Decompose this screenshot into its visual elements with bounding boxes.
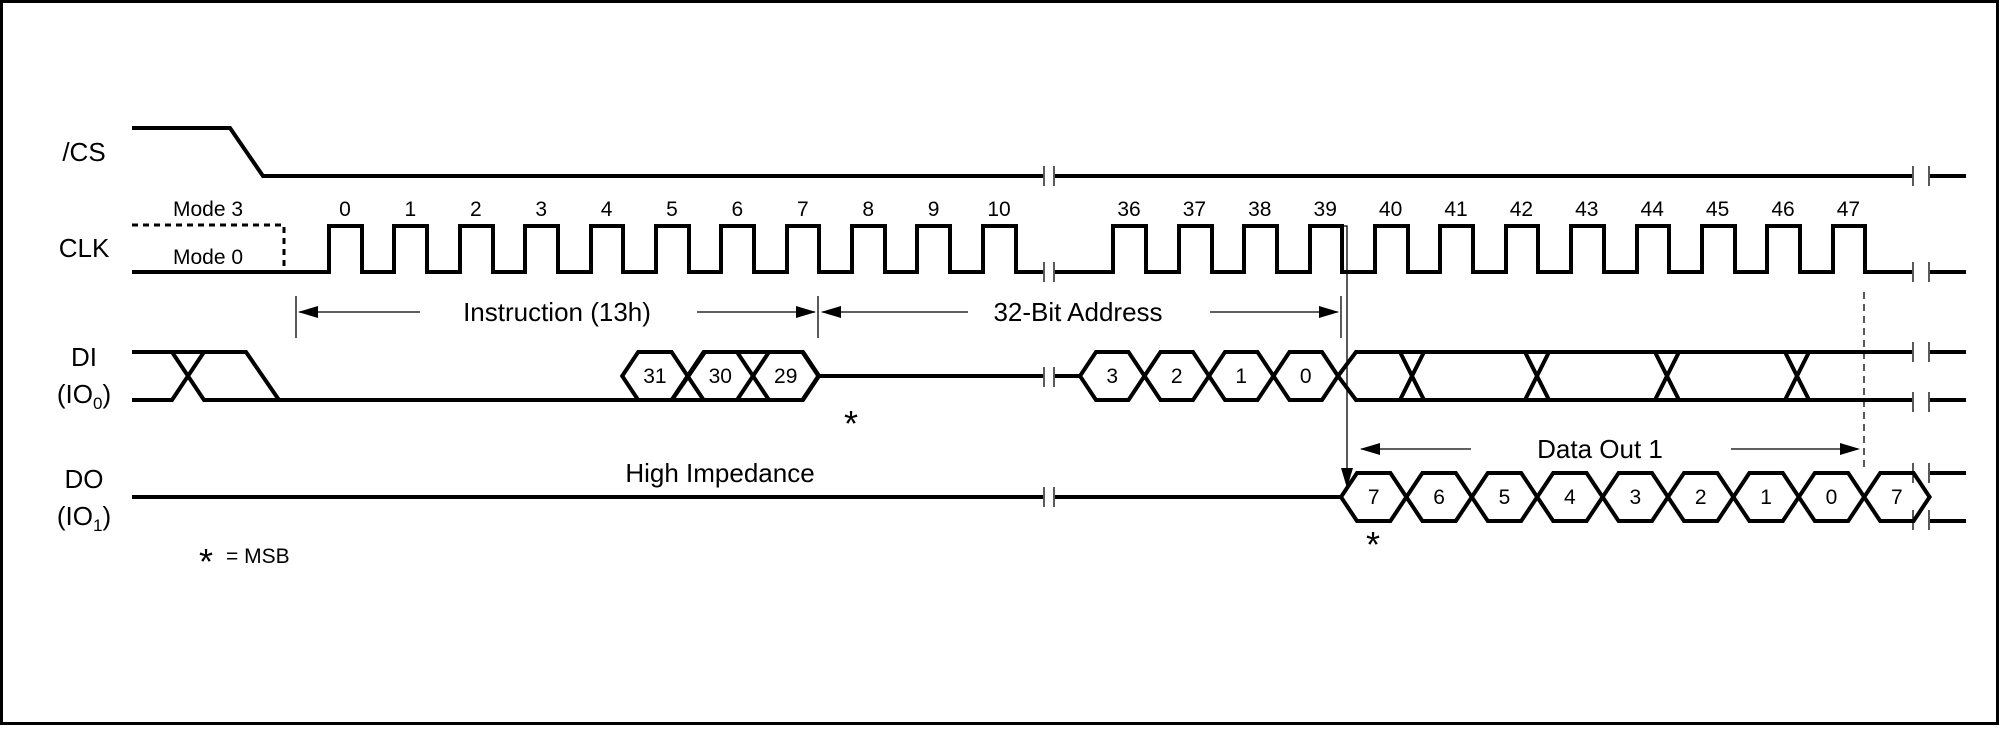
clk-label: CLK xyxy=(59,233,110,263)
do-msb-star: * xyxy=(1366,524,1380,565)
di-address-cells-high: 31 30 29 xyxy=(619,350,821,402)
clock-number-a-5: 5 xyxy=(666,198,678,221)
data-out-arrow-right xyxy=(1840,443,1860,455)
clk-waveform-b xyxy=(1055,224,1912,274)
do-io-subscript: 1 xyxy=(93,516,102,535)
di-label: DI xyxy=(71,342,97,372)
data-out-arrow-left xyxy=(1360,443,1380,455)
instruction-arrow-left xyxy=(298,306,318,318)
clk-end-break-mark xyxy=(1912,262,1930,282)
do-data-bit: 0 xyxy=(1826,486,1838,509)
clock-number-b-42: 42 xyxy=(1510,198,1533,221)
di-dont-care-bus xyxy=(1336,350,1912,402)
di-start-upper xyxy=(132,350,279,402)
msb-legend-label: = MSB xyxy=(226,545,290,568)
address-label: 32-Bit Address xyxy=(993,297,1162,327)
dimension-arrows xyxy=(295,225,1865,488)
di-address-a-bit: 30 xyxy=(709,365,732,388)
di-address-b-bit: 3 xyxy=(1106,365,1118,388)
do-label: DO xyxy=(65,464,104,494)
mode0-label: Mode 0 xyxy=(173,246,243,269)
di-end-break-mark xyxy=(1912,342,1930,412)
address-arrow-left xyxy=(821,306,841,318)
clk39-to-do-line xyxy=(1341,225,1348,470)
di-bus-end xyxy=(1930,350,1966,402)
clk-break-mark xyxy=(1043,262,1055,282)
do-break-mark xyxy=(1043,487,1055,507)
clock-number-b-47: 47 xyxy=(1837,198,1860,221)
do-data-cells: 7 6 5 4 3 2 1 0 7 xyxy=(1338,471,1933,523)
clock-number-a-1: 1 xyxy=(405,198,417,221)
clock-number-b-37: 37 xyxy=(1183,198,1206,221)
do-data-bit: 1 xyxy=(1760,486,1772,509)
clock-number-a-10: 10 xyxy=(987,198,1010,221)
do-data-bit: 5 xyxy=(1499,486,1511,509)
clock-number-b-45: 45 xyxy=(1706,198,1729,221)
di-address-b-bit: 0 xyxy=(1300,365,1312,388)
clock-number-a-4: 4 xyxy=(601,198,613,221)
clock-number-b-46: 46 xyxy=(1771,198,1794,221)
clk-waveform-a xyxy=(132,224,1043,274)
di-address-cells-low: 3 2 1 0 xyxy=(1077,350,1341,402)
di-msb-star: * xyxy=(844,403,858,444)
clock-number-b-40: 40 xyxy=(1379,198,1402,221)
di-io-open: (IO xyxy=(57,379,93,409)
di-address-a-bit: 29 xyxy=(774,365,797,388)
do-data-bit: 2 xyxy=(1695,486,1707,509)
di-io-close: ) xyxy=(102,379,111,409)
clock-number-a-3: 3 xyxy=(535,198,547,221)
do-data-bit: 3 xyxy=(1629,486,1641,509)
clock-number-b-41: 41 xyxy=(1444,198,1467,221)
data-out-label: Data Out 1 xyxy=(1537,434,1663,464)
address-arrow-right xyxy=(1319,306,1339,318)
do-io-close: ) xyxy=(102,501,111,531)
clock-number-a-7: 7 xyxy=(797,198,809,221)
clock-number-b-36: 36 xyxy=(1117,198,1140,221)
clock-number-b-38: 38 xyxy=(1248,198,1271,221)
do-data-cell xyxy=(1861,471,1933,523)
do-bus-end xyxy=(1930,471,1966,523)
clock-number-b-39: 39 xyxy=(1314,198,1337,221)
di-address-b-bit: 1 xyxy=(1235,365,1247,388)
di-address-b-bit: 2 xyxy=(1171,365,1183,388)
do-data-bit: 7 xyxy=(1368,486,1380,509)
do-data-bit: 6 xyxy=(1433,486,1445,509)
di-break-mark xyxy=(1043,367,1055,387)
di-address-a-bit: 31 xyxy=(643,365,666,388)
clock-number-a-2: 2 xyxy=(470,198,482,221)
di-dont-care-crossings xyxy=(1398,351,1811,401)
di-address-a-cell xyxy=(750,350,821,402)
do-data-bit: 7 xyxy=(1891,486,1903,509)
cs-end-break-mark xyxy=(1912,166,1930,186)
cs-waveform-a xyxy=(132,126,1043,178)
instruction-arrow-right xyxy=(796,306,816,318)
clock-number-b-44: 44 xyxy=(1641,198,1665,221)
mode3-label: Mode 3 xyxy=(173,198,243,221)
do-waveform: 7 6 5 4 3 2 1 0 7 xyxy=(132,471,1966,523)
legend-star: * xyxy=(199,541,213,582)
do-io-open: (IO xyxy=(57,501,93,531)
do-data-bit: 4 xyxy=(1564,486,1576,509)
clk39-to-do-arrow xyxy=(1341,468,1353,488)
clock-number-b-43: 43 xyxy=(1575,198,1598,221)
instruction-label: Instruction (13h) xyxy=(463,297,651,327)
do-io-label: (IO1) xyxy=(57,501,111,535)
di-io-subscript: 0 xyxy=(93,394,102,413)
cs-label: /CS xyxy=(62,137,105,167)
clock-number-a-9: 9 xyxy=(928,198,940,221)
clock-number-a-8: 8 xyxy=(862,198,874,221)
clock-number-a-0: 0 xyxy=(339,198,351,221)
clock-number-a-6: 6 xyxy=(732,198,744,221)
high-impedance-label: High Impedance xyxy=(625,458,814,488)
di-io-label: (IO0) xyxy=(57,379,111,413)
di-waveform: 31 30 29 3 2 1 0 xyxy=(132,350,1966,402)
cs-break-mark xyxy=(1043,166,1055,186)
